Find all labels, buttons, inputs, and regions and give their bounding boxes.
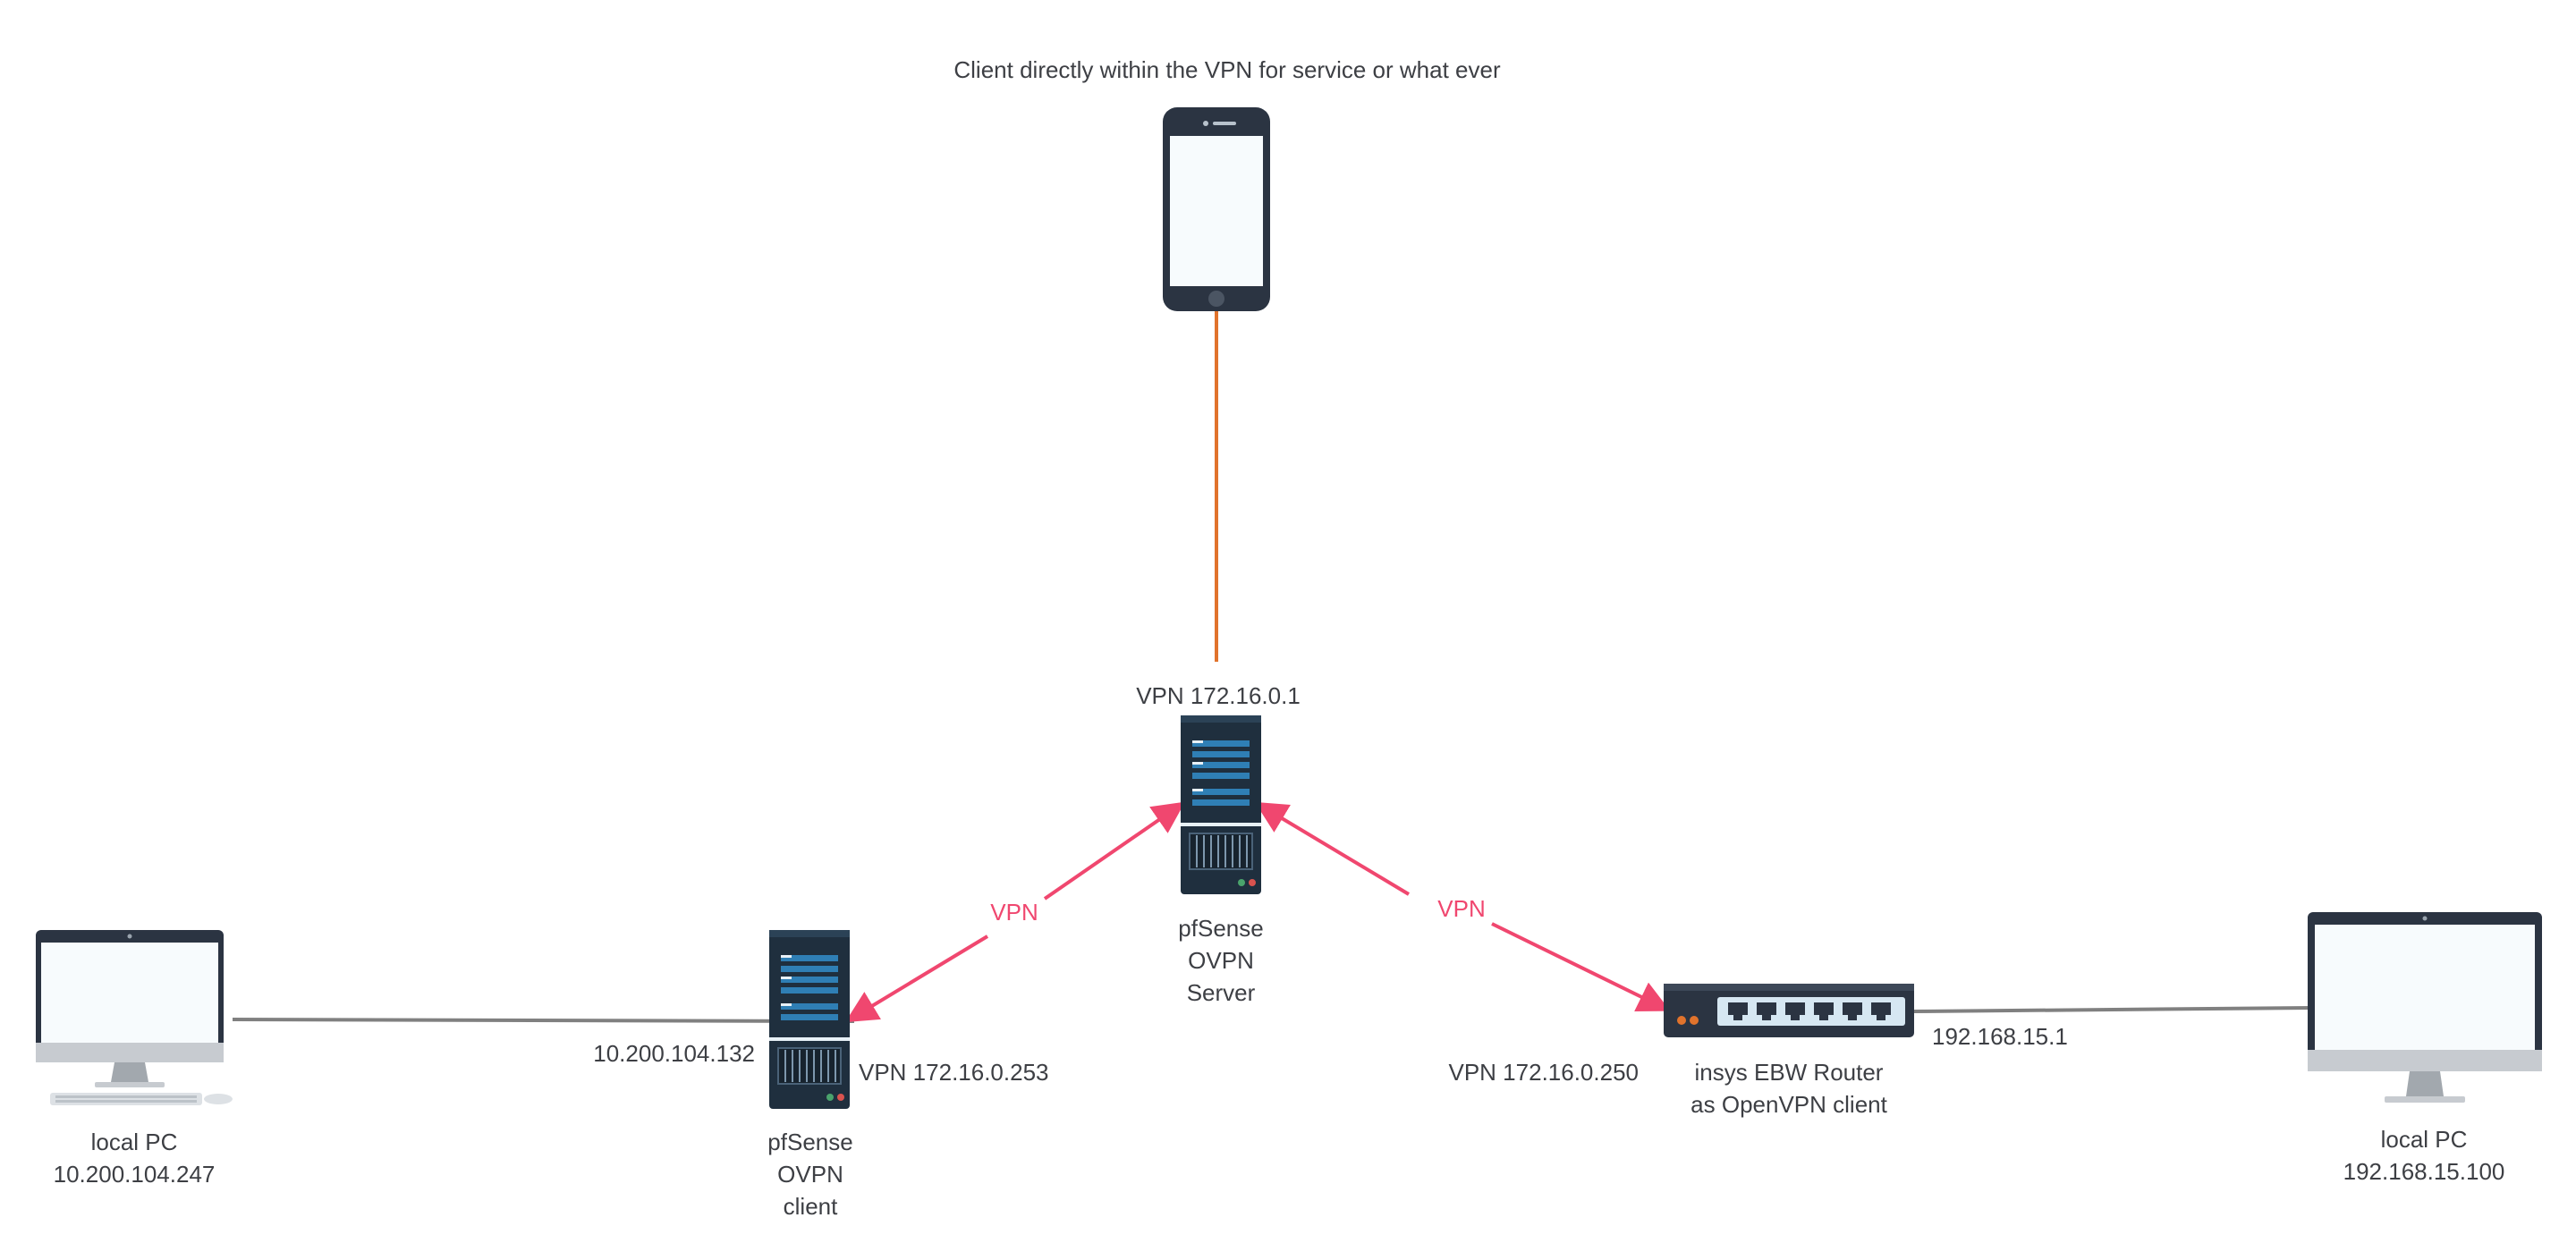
lan-link-right: [1913, 1006, 2313, 1013]
router-vpn-ip-label: VPN 172.16.0.250: [1448, 1059, 1640, 1086]
vpn-right-edge-label: VPN: [1432, 892, 1491, 925]
server-icon: [769, 930, 850, 1109]
vpn-link-right-segment-b: [1491, 922, 1671, 1011]
server-name-line: pfSense: [1178, 915, 1264, 942]
server-ip-label: VPN 172.16.0.1: [1136, 682, 1301, 709]
left-pc-label: local PC 10.200.104.247: [54, 1126, 216, 1190]
client-name-line: client: [783, 1193, 838, 1220]
phone-caption: Client directly within the VPN for servi…: [953, 56, 1501, 83]
router-lan-ip-label: 192.168.15.1: [1932, 1023, 2068, 1050]
router-icon: [1664, 984, 1914, 1037]
left-pc-name: local PC: [90, 1129, 178, 1155]
right-pc-ip: 192.168.15.100: [2343, 1158, 2505, 1185]
server-icon: [1181, 715, 1261, 894]
router-name-label: insys EBW Router as OpenVPN client: [1690, 1056, 1887, 1120]
left-pc-ip: 10.200.104.247: [53, 1161, 216, 1188]
server-name-line: Server: [1186, 979, 1256, 1006]
vpn-link-left-segment-a: [1043, 801, 1185, 901]
client-name-label: pfSense OVPN client: [767, 1126, 852, 1222]
desktop-computer-icon: [36, 930, 233, 1105]
right-pc-label: local PC 192.168.15.100: [2343, 1123, 2505, 1188]
desktop-monitor-icon: [2308, 912, 2542, 1103]
lan-link-left: [232, 1018, 855, 1023]
smartphone-icon: [1163, 107, 1270, 311]
router-name-line: as OpenVPN client: [1690, 1091, 1887, 1118]
client-name-line: OVPN: [777, 1161, 843, 1188]
vpn-link-right-segment-a: [1254, 801, 1411, 896]
client-name-line: pfSense: [767, 1129, 853, 1155]
vpn-left-edge-label: VPN: [985, 896, 1044, 928]
client-vpn-ip-label: VPN 172.16.0.253: [859, 1059, 1049, 1086]
router-name-line: insys EBW Router: [1694, 1059, 1884, 1086]
client-lan-ip-label: 10.200.104.132: [593, 1040, 755, 1067]
vpn-link-left-segment-b: [844, 934, 989, 1023]
server-name-line: OVPN: [1188, 947, 1254, 974]
right-pc-name: local PC: [2380, 1126, 2468, 1153]
server-name-label: pfSense OVPN Server: [1178, 912, 1263, 1009]
